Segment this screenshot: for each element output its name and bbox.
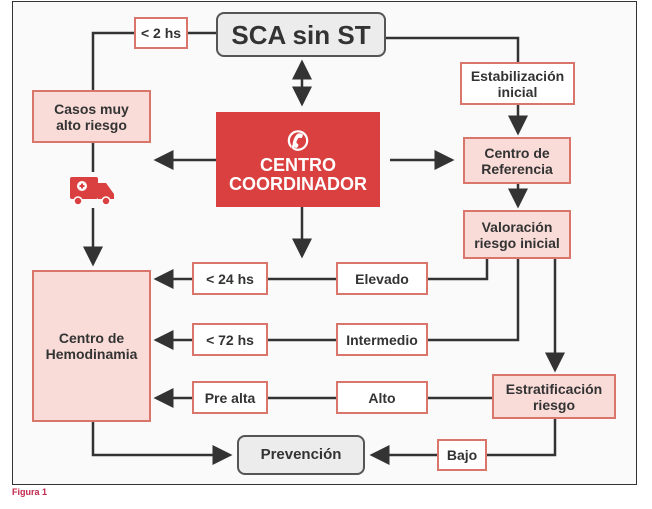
phone-icon: ✆: [287, 125, 309, 156]
lt-2h-box: < 2 hs: [134, 17, 188, 49]
figure-caption: Figura 1: [12, 487, 48, 497]
sca-sin-st-box: SCA sin ST: [216, 12, 386, 57]
label: Casos muy: [54, 100, 129, 117]
label: Centro de: [484, 144, 550, 161]
label: Centro de: [58, 330, 125, 346]
label: Valoración: [481, 218, 553, 235]
label: alto riesgo: [56, 116, 127, 133]
pre-discharge-box: Pre alta: [192, 381, 268, 414]
label: Estratificación: [505, 380, 603, 397]
low-box: Bajo: [437, 439, 487, 471]
label: riesgo: [532, 396, 575, 413]
label: CENTRO: [260, 154, 336, 175]
label: COORDINADOR: [229, 173, 367, 194]
lt-72h-box: < 72 hs: [192, 323, 268, 356]
prevention-box: Prevención: [237, 435, 365, 475]
ambulance-icon: [70, 177, 114, 206]
label: Referencia: [481, 160, 553, 177]
elevated-box: Elevado: [336, 262, 428, 295]
label: Hemodinamia: [45, 346, 138, 362]
lt-24h-box: < 24 hs: [192, 262, 268, 295]
label: riesgo inicial: [474, 234, 560, 251]
intermediate-box: Intermedio: [336, 323, 428, 356]
high-box: Alto: [336, 381, 428, 414]
label: Estabilización: [470, 67, 565, 84]
label: inicial: [497, 83, 538, 100]
